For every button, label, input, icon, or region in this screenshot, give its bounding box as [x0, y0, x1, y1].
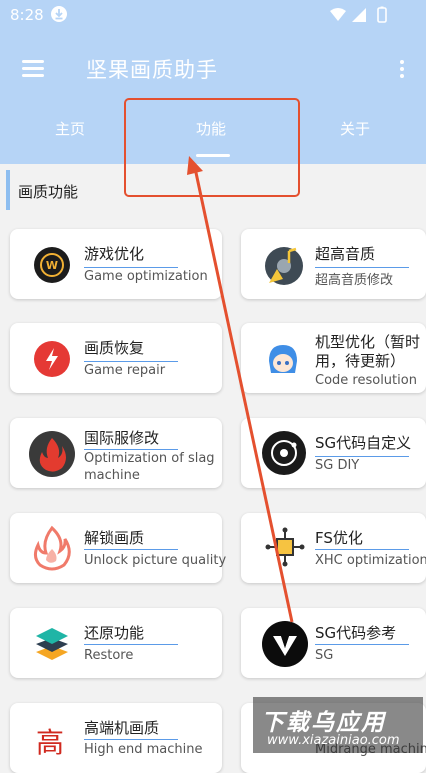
card-title: 游戏优化 — [84, 245, 145, 263]
card-quality-restore[interactable]: 画质恢复 Game repair — [10, 323, 222, 393]
more-options-icon[interactable] — [398, 58, 406, 80]
card-title: FS优化 — [315, 529, 363, 547]
system-icons — [328, 6, 398, 28]
wifi-icon — [330, 8, 346, 21]
card-subtitle: High end machine — [84, 742, 203, 757]
card-title: SG代码参考 — [315, 624, 397, 642]
card-title: 机型优化（暂时 — [315, 333, 421, 351]
card-title: SG代码自定义 — [315, 434, 412, 452]
card-game-optimization[interactable]: W 游戏优化 Game optimization — [10, 229, 222, 299]
download-icon — [51, 6, 67, 22]
status-time: 8:28 — [10, 6, 44, 24]
card-subtitle: SG DIY — [315, 458, 360, 473]
status-bar: 8:28 — [0, 0, 426, 30]
card-subtitle: Optimization of slag — [84, 451, 215, 466]
card-title-line2: 用，待更新） — [315, 352, 406, 370]
card-title: 画质恢复 — [84, 339, 145, 357]
svg-text:W: W — [46, 259, 58, 272]
card-subtitle: Game optimization — [84, 269, 208, 284]
card-subtitle: SG — [315, 648, 334, 663]
layers-icon — [32, 624, 72, 664]
watermark: 下载乌应用 www.xiazainiao.com — [253, 697, 423, 753]
tab-features[interactable]: 功能 — [196, 120, 227, 138]
card-subtitle: Restore — [84, 648, 134, 663]
watermark-url: www.xiazainiao.com — [267, 733, 400, 748]
flash-icon — [32, 339, 72, 379]
active-tab-indicator — [196, 154, 230, 157]
card-global-server[interactable]: 国际服修改 Optimization of slag machine — [10, 418, 222, 488]
card-subtitle: Code resolution — [315, 373, 417, 388]
card-title: 还原功能 — [84, 624, 145, 642]
menu-icon[interactable] — [22, 60, 46, 78]
card-sg-code-custom[interactable]: SG代码自定义 SG DIY — [241, 418, 426, 488]
app-title: 坚果画质助手 — [86, 58, 218, 82]
card-subtitle: Unlock picture quality — [84, 553, 227, 568]
gao-char-icon: 高 — [36, 726, 65, 759]
app-bar: 坚果画质助手 主页 功能 关于 — [0, 30, 426, 164]
annotation-arrow — [187, 156, 294, 623]
section-title: 画质功能 — [18, 183, 79, 201]
card-subtitle: 超高音质修改 — [315, 273, 394, 288]
tab-home[interactable]: 主页 — [55, 120, 86, 138]
v-logo-icon — [261, 620, 309, 668]
card-subtitle: Game repair — [84, 363, 166, 378]
music-disc-icon — [263, 245, 303, 285]
game-logo-icon: W — [32, 245, 72, 285]
card-title: 超高音质 — [315, 245, 376, 263]
card-restore[interactable]: 还原功能 Restore — [10, 608, 222, 678]
flame-outline-icon — [30, 525, 74, 571]
card-subtitle-line2: machine — [84, 468, 140, 483]
card-subtitle: XHC optimization — [315, 553, 426, 568]
flame-dark-icon — [28, 430, 76, 478]
card-model-optimization[interactable]: 机型优化（暂时 用，待更新） Code resolution — [241, 323, 426, 393]
card-high-quality-audio[interactable]: 超高音质 超高音质修改 — [241, 229, 426, 299]
anime-avatar-icon — [263, 339, 303, 379]
card-title: 国际服修改 — [84, 429, 160, 447]
card-unlock-quality[interactable]: 解锁画质 Unlock picture quality — [10, 513, 226, 583]
annotation-highlight-box — [124, 98, 300, 197]
card-sg-code-reference[interactable]: SG代码参考 SG — [241, 608, 426, 678]
circuit-icon — [265, 527, 305, 567]
card-title: 解锁画质 — [84, 529, 145, 547]
section-accent-bar — [6, 170, 10, 210]
tab-about[interactable]: 关于 — [340, 120, 371, 138]
signal-icon — [352, 8, 366, 22]
orbit-icon — [261, 430, 307, 476]
card-title: 高端机画质 — [84, 719, 160, 737]
watermark-text: 下载乌应用 — [261, 710, 386, 736]
